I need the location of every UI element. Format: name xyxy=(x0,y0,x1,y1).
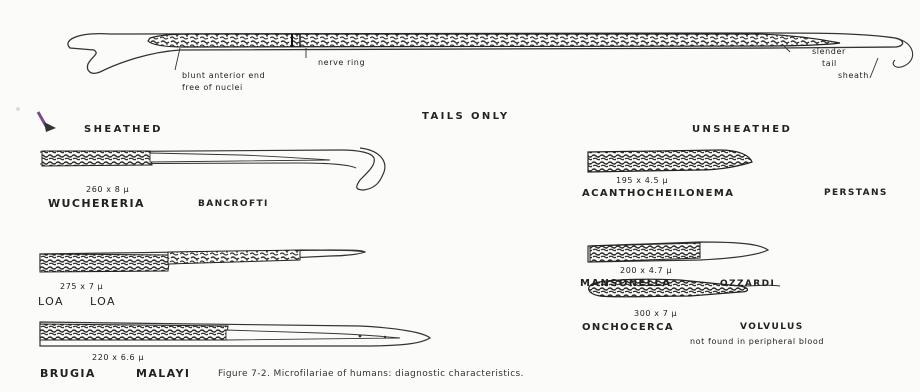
wuchereria-bancrofti-drawing xyxy=(40,148,385,190)
name-mansonella: MANSONELLA xyxy=(580,279,671,289)
top-body xyxy=(148,34,840,47)
size-mansonella: 200 x 4.7 μ xyxy=(620,267,672,275)
name-loa-first: LOA xyxy=(38,296,64,307)
name-ozzardi: OZZARDI xyxy=(720,280,775,289)
figure-caption: Figure 7-2. Microfilariae of humans: dia… xyxy=(218,370,524,379)
section-heading-tails-only: TAILS ONLY xyxy=(422,112,510,122)
size-onchocerca: 300 x 7 μ xyxy=(634,310,677,318)
size-brugia: 220 x 6.6 μ xyxy=(92,354,144,362)
arrow-mark xyxy=(16,107,56,132)
label-slender: slender xyxy=(812,48,846,56)
name-perstans: PERSTANS xyxy=(824,189,888,198)
acanthocheilonema-perstans-drawing xyxy=(588,150,752,172)
note-onchocerca: not found in peripheral blood xyxy=(690,338,824,346)
label-sheath: sheath xyxy=(838,72,869,80)
label-blunt-anterior: blunt anterior end xyxy=(182,72,265,80)
label-free-of-nuclei: free of nuclei xyxy=(182,84,243,92)
brugia-malayi-drawing xyxy=(40,322,430,346)
name-brugia: BRUGIA xyxy=(40,368,96,379)
mansonella-ozzardi-drawing xyxy=(588,242,768,262)
name-loa-second: LOA xyxy=(90,296,116,307)
size-acanthocheilonema: 195 x 4.5 μ xyxy=(616,177,668,185)
name-onchocerca: ONCHOCERCA xyxy=(582,323,674,333)
name-malayi: MALAYI xyxy=(136,368,190,379)
name-volvulus: VOLVULUS xyxy=(740,323,804,332)
size-wuchereria: 260 x 8 μ xyxy=(86,186,129,194)
name-wuchereria: WUCHERERIA xyxy=(48,198,145,209)
label-tail: tail xyxy=(822,60,837,68)
size-loa: 275 x 7 μ xyxy=(60,283,103,291)
name-bancrofti: BANCROFTI xyxy=(198,200,269,209)
section-heading-unsheathed: UNSHEATHED xyxy=(692,125,792,135)
section-heading-sheathed: SHEATHED xyxy=(84,125,163,135)
name-acanthocheilonema: ACANTHOCHEILONEMA xyxy=(582,189,734,199)
loa-loa-drawing xyxy=(40,250,365,272)
label-nerve-ring: nerve ring xyxy=(318,59,365,67)
